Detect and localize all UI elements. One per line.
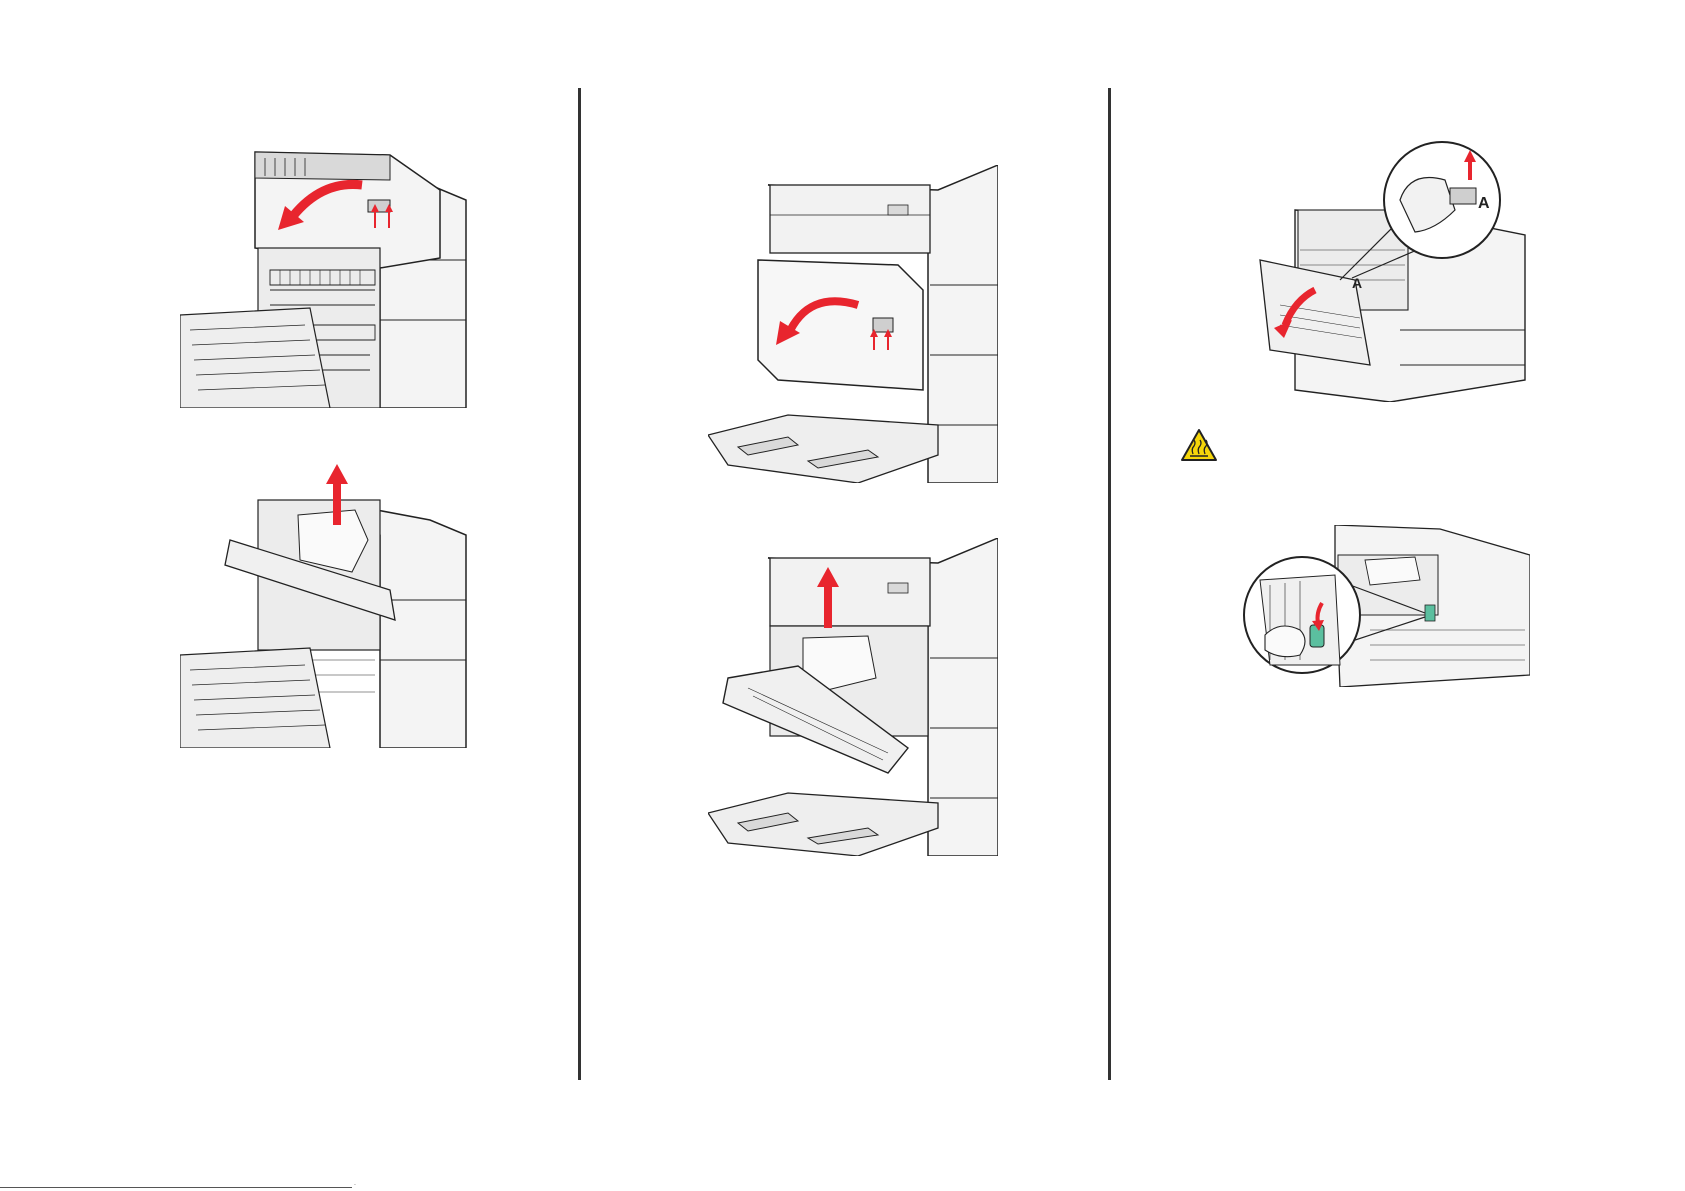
illustration-remove-paper-top [180, 460, 470, 748]
hot-surface-icon [1180, 428, 1218, 462]
illustration-door-a-closeup: A A [1240, 140, 1528, 402]
illustration-remove-paper-door-a [708, 538, 998, 856]
illustration-turn-knob-closeup [1240, 525, 1530, 687]
svg-text:A: A [1478, 195, 1490, 212]
footer-mark: . [354, 1180, 356, 1187]
illustration-open-top-cover [180, 140, 470, 408]
footer-rule [0, 1187, 352, 1188]
illustration-open-door-a [708, 165, 998, 483]
column-divider-right [1108, 88, 1111, 1080]
column-divider-left [578, 88, 581, 1080]
